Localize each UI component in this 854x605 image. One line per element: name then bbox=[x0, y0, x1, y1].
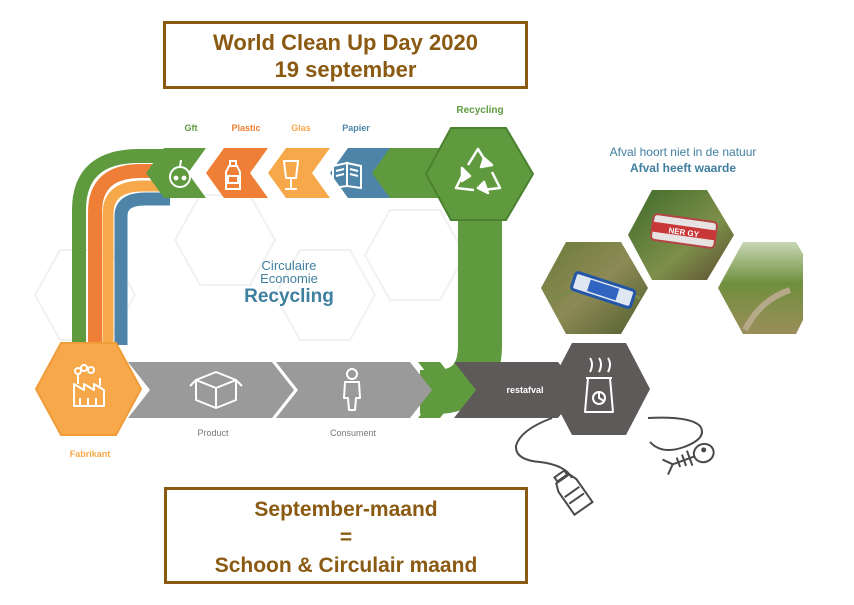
bottle-icon bbox=[225, 160, 241, 190]
band-yellow bbox=[102, 180, 170, 345]
incinerator-icon bbox=[584, 357, 614, 413]
bottom-box: September-maand = Schoon & Circulair maa… bbox=[164, 487, 528, 584]
box-icon bbox=[189, 371, 243, 409]
band-orange bbox=[88, 164, 170, 345]
pollution-line bbox=[514, 416, 703, 479]
chevron-consument bbox=[276, 362, 432, 418]
slogan-line1: Afval hoort niet in de natuur bbox=[610, 145, 757, 159]
chevron-glas bbox=[268, 148, 330, 198]
label-papier: Papier bbox=[342, 123, 370, 133]
loop-bands bbox=[72, 149, 170, 345]
label-product: Product bbox=[197, 428, 229, 438]
bottom-line2: = bbox=[339, 526, 353, 549]
label-restafval: restafval bbox=[506, 385, 543, 395]
apple-icon bbox=[169, 159, 191, 188]
label-glas: Glas bbox=[291, 123, 311, 133]
bottom-line1: September-maand bbox=[254, 498, 438, 521]
chevron-product bbox=[128, 362, 294, 418]
book-icon bbox=[332, 161, 362, 190]
category-labels: Gft Plastic Glas Papier bbox=[185, 123, 371, 133]
bottle-trash-icon bbox=[553, 469, 594, 517]
flow-labels: Fabrikant Product Consument restafval bbox=[70, 385, 544, 459]
person-icon bbox=[343, 368, 361, 411]
label-plastic: Plastic bbox=[231, 123, 260, 133]
chevron-restafval bbox=[454, 362, 580, 418]
label-gft: Gft bbox=[185, 123, 198, 133]
band-blue bbox=[114, 192, 170, 345]
title-line1: World Clean Up Day 2020 bbox=[213, 30, 478, 55]
recycle-icon bbox=[454, 147, 502, 195]
recycling-hexagon bbox=[424, 127, 535, 221]
center-line2: Economie bbox=[260, 271, 318, 286]
center-text: Circulaire Economie Recycling bbox=[244, 258, 334, 307]
photo-1 bbox=[541, 242, 648, 334]
band-green bbox=[72, 149, 170, 345]
flow-chevrons bbox=[128, 362, 580, 418]
chevron-plastic bbox=[206, 148, 268, 198]
incinerator-hexagon bbox=[548, 343, 650, 435]
chevron-gft bbox=[146, 148, 206, 198]
bottom-line3: Schoon & Circulair maand bbox=[214, 554, 478, 577]
center-line1: Circulaire bbox=[262, 258, 317, 273]
slogan-line2: Afval heeft waarde bbox=[630, 161, 736, 175]
photo-3 bbox=[718, 242, 803, 334]
center-line3: Recycling bbox=[244, 286, 334, 307]
title-box: World Clean Up Day 2020 19 september bbox=[163, 21, 528, 89]
can-text: NER GY bbox=[668, 226, 700, 239]
title-line2: 19 september bbox=[274, 57, 417, 82]
glass-icon bbox=[282, 160, 300, 190]
category-chevrons bbox=[146, 148, 452, 198]
label-consument: Consument bbox=[330, 428, 377, 438]
factory-icon bbox=[73, 364, 105, 407]
photo-2: NER GY bbox=[628, 190, 734, 280]
slogan: Afval hoort niet in de natuur Afval heef… bbox=[610, 145, 757, 175]
fabrikant-hexagon bbox=[34, 342, 143, 436]
label-fabrikant: Fabrikant bbox=[70, 449, 111, 459]
chevron-green-bottom bbox=[418, 362, 462, 418]
recycling-label: Recycling bbox=[456, 105, 503, 116]
fish-skeleton-icon bbox=[662, 442, 715, 476]
